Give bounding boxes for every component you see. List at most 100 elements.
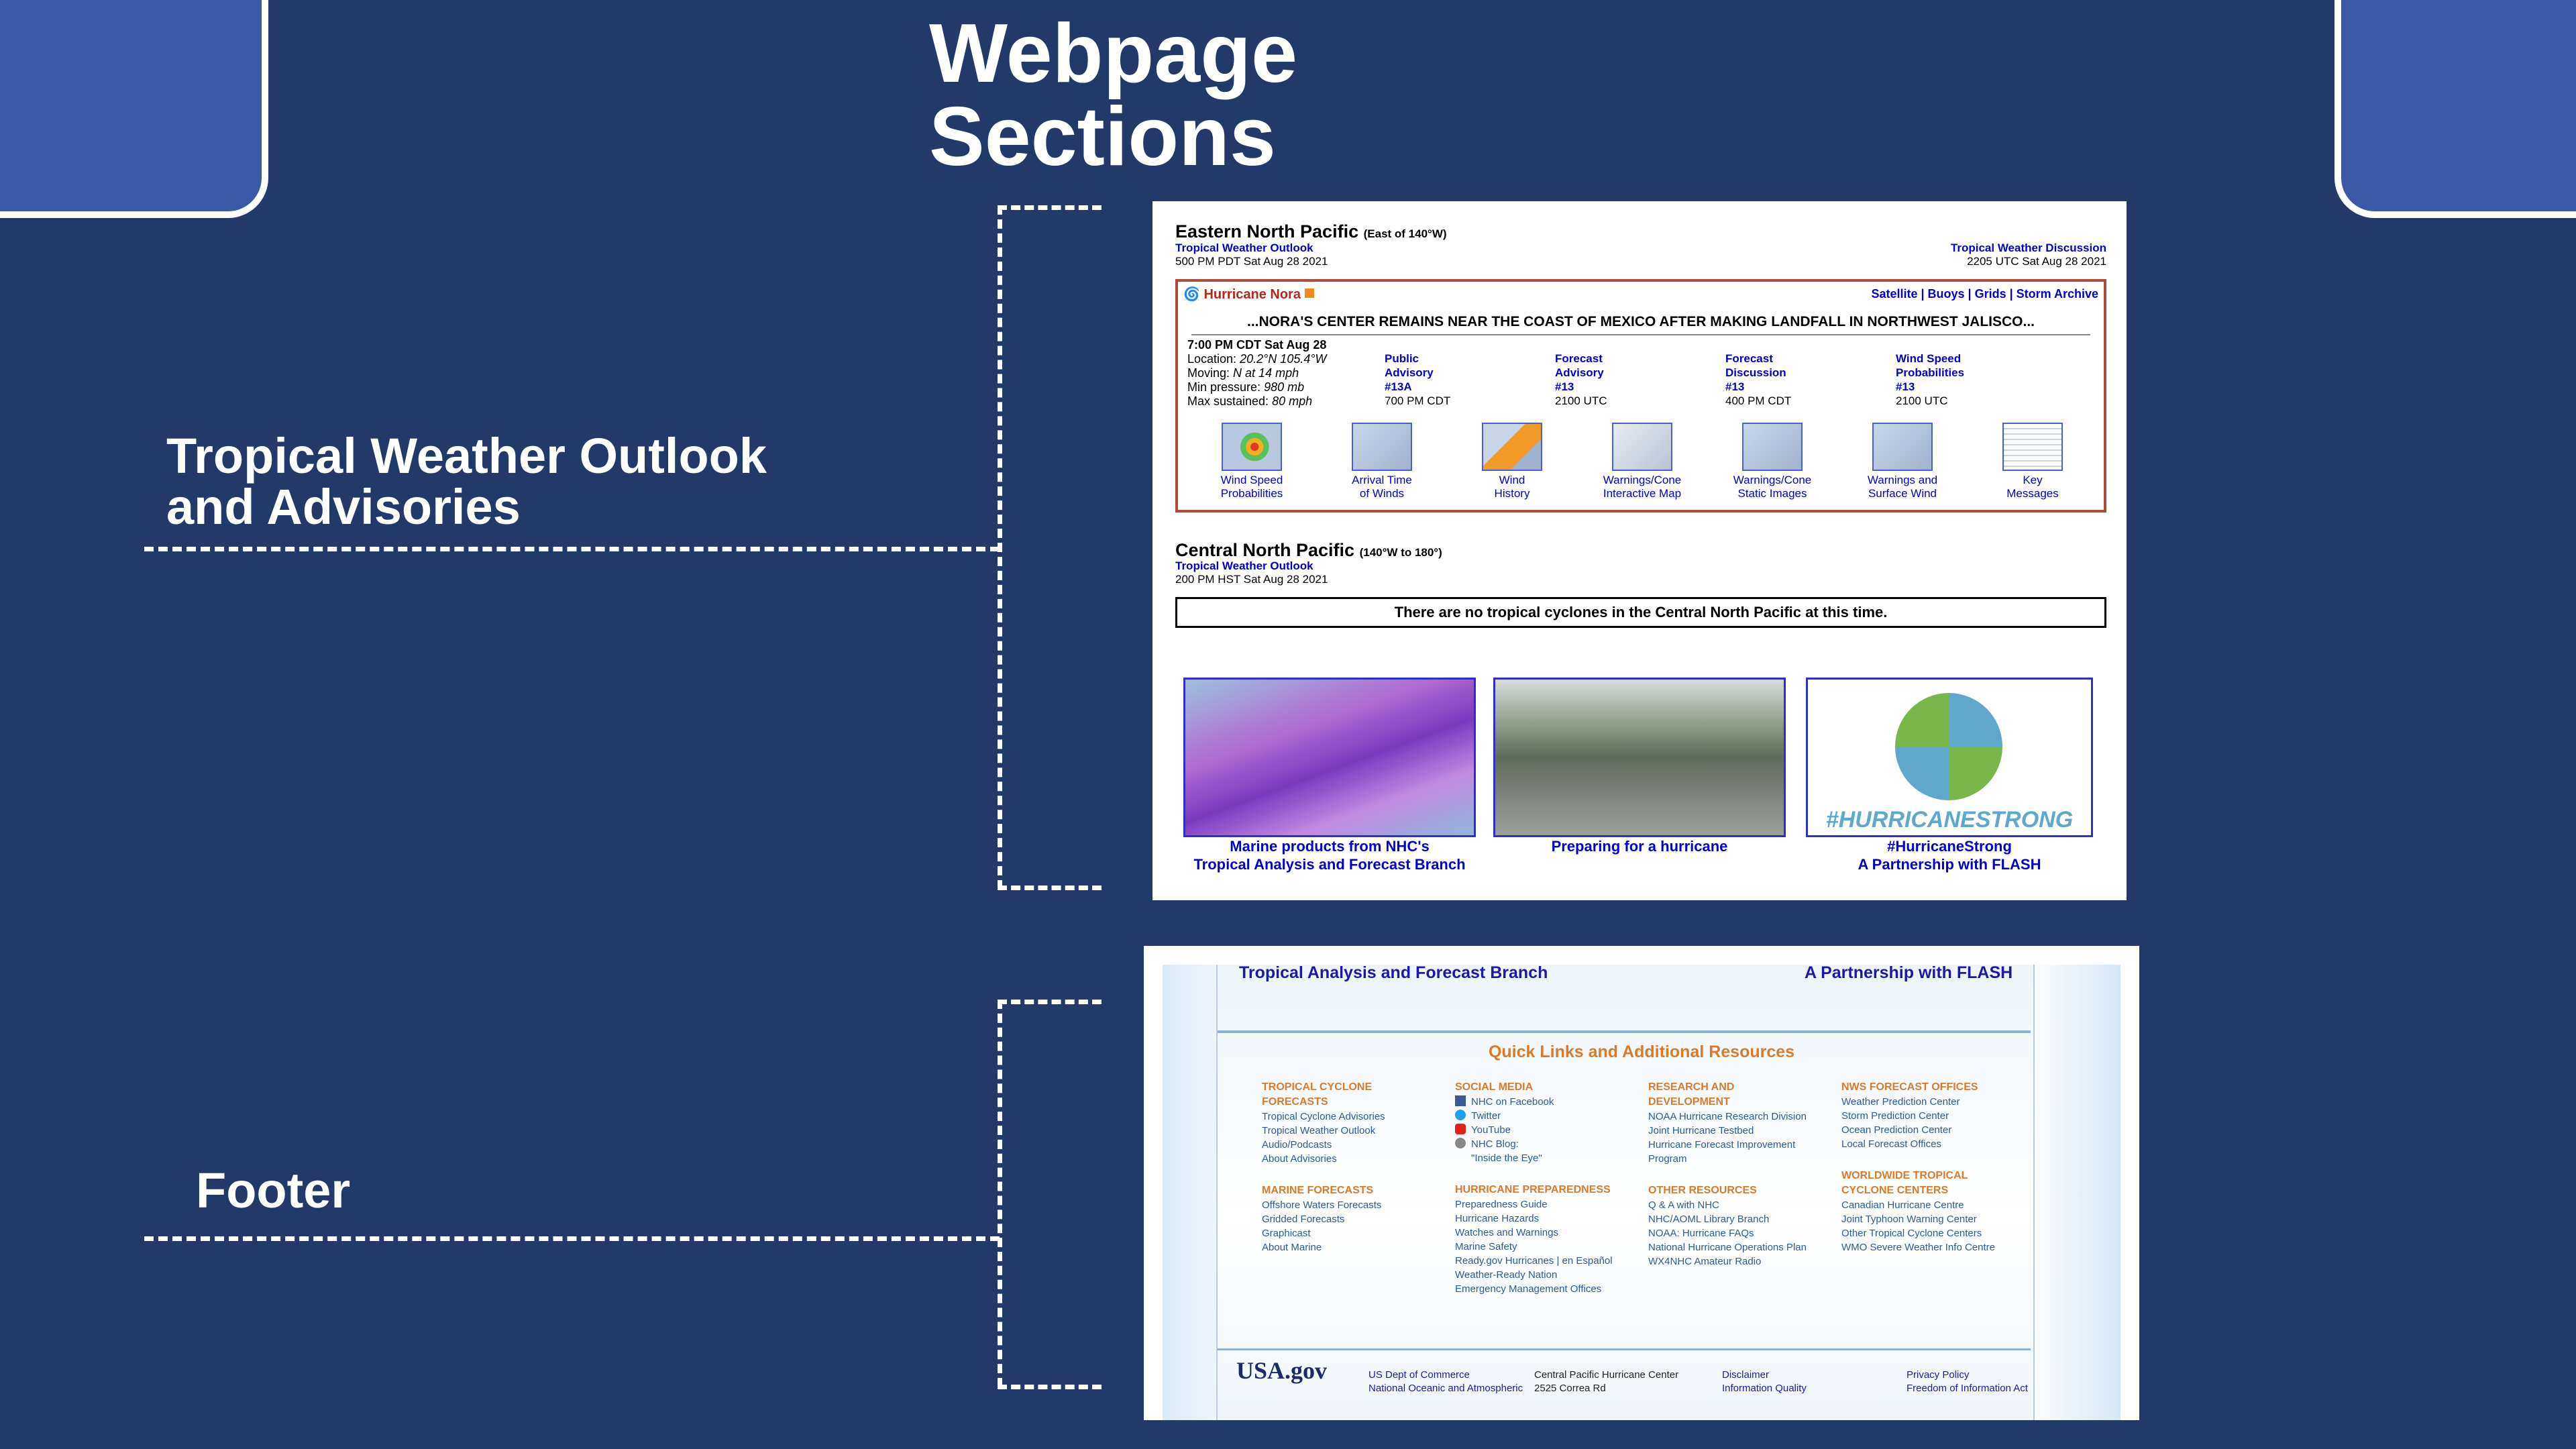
divider bbox=[1218, 1030, 2031, 1033]
bracket-line bbox=[998, 1000, 1002, 1387]
footer-link[interactable]: Program bbox=[1648, 1153, 1687, 1165]
connector-line bbox=[144, 1236, 1000, 1241]
footer-link[interactable]: WX4NHC Amateur Radio bbox=[1648, 1256, 1762, 1267]
eastern-outlook-link[interactable]: Tropical Weather Outlook bbox=[1175, 241, 1313, 254]
eastern-outlook-time: 500 PM PDT Sat Aug 28 2021 bbox=[1175, 255, 1328, 268]
youtube-icon bbox=[1455, 1124, 1466, 1134]
footer-link[interactable]: NHC on Facebook bbox=[1455, 1095, 1629, 1109]
footer-link[interactable]: Local Forecast Offices bbox=[1841, 1138, 1941, 1150]
hurricanestrong-logo-icon bbox=[1895, 693, 2002, 800]
footer-link[interactable]: Graphicast bbox=[1262, 1228, 1311, 1239]
bracket-line bbox=[998, 205, 1002, 890]
footer-link[interactable]: Emergency Management Offices bbox=[1455, 1283, 1602, 1295]
footer-link[interactable]: Hurricane Hazards bbox=[1455, 1213, 1540, 1224]
footer-link[interactable]: Audio/Podcasts bbox=[1262, 1139, 1332, 1150]
footer-top-link-right[interactable]: A Partnership with FLASH bbox=[1805, 963, 2013, 982]
footer-link[interactable]: About Advisories bbox=[1262, 1153, 1337, 1165]
footer-link[interactable]: National Hurricane Operations Plan bbox=[1648, 1242, 1807, 1253]
product-thumbnail bbox=[1352, 423, 1412, 471]
hurricane-icon: 🌀 bbox=[1183, 287, 1200, 302]
bracket-line bbox=[998, 1385, 1102, 1389]
footer-content-area bbox=[1216, 965, 2035, 1420]
storm-title[interactable]: 🌀 Hurricane Nora bbox=[1183, 286, 1314, 303]
footer-column-forecasts: TROPICAL CYCLONE FORECASTS Tropical Cycl… bbox=[1262, 1080, 1436, 1254]
central-outlook-time: 200 PM HST Sat Aug 28 2021 bbox=[1175, 573, 1328, 586]
blog-icon bbox=[1455, 1138, 1466, 1148]
footer-link[interactable]: Offshore Waters Forecasts bbox=[1262, 1199, 1382, 1211]
usa-gov-logo[interactable]: USA.gov bbox=[1236, 1357, 1328, 1384]
divider bbox=[1218, 1348, 2031, 1350]
footer-link[interactable]: NOAA: Hurricane FAQs bbox=[1648, 1228, 1754, 1239]
footer-link[interactable]: Q & A with NHC bbox=[1648, 1199, 1719, 1211]
rss-icon[interactable] bbox=[1304, 288, 1314, 298]
footer-link[interactable]: Ready.gov Hurricanes | en Español bbox=[1455, 1255, 1613, 1267]
footer-link[interactable]: Joint Typhoon Warning Center bbox=[1841, 1214, 1977, 1225]
promo-preparing-caption[interactable]: Preparing for a hurricane bbox=[1551, 838, 1728, 855]
footer-link[interactable]: Watches and Warnings bbox=[1455, 1227, 1558, 1238]
footer-link[interactable]: Weather-Ready Nation bbox=[1455, 1269, 1558, 1281]
footer-link[interactable]: YouTube bbox=[1455, 1123, 1629, 1137]
footer-link[interactable]: NOAA Hurricane Research Division bbox=[1648, 1111, 1807, 1122]
divider bbox=[1191, 334, 2090, 335]
label-tropical-weather-outlook: Tropical Weather Outlook and Advisories bbox=[166, 428, 767, 535]
footer-screenshot: Tropical Analysis and Forecast Branch A … bbox=[1144, 946, 2139, 1420]
footer-link[interactable]: Tropical Weather Outlook bbox=[1262, 1125, 1376, 1136]
footer-link[interactable]: Storm Prediction Center bbox=[1841, 1110, 1949, 1122]
storm-nav-links[interactable]: Satellite | Buoys | Grids | Storm Archiv… bbox=[1871, 287, 2098, 301]
footer-link[interactable]: Weather Prediction Center bbox=[1841, 1096, 1960, 1108]
footer-link[interactable]: Preparedness Guide bbox=[1455, 1199, 1548, 1210]
footer-link[interactable]: WMO Severe Weather Info Centre bbox=[1841, 1242, 1995, 1253]
footer-link[interactable]: About Marine bbox=[1262, 1242, 1322, 1253]
footer-link[interactable]: "Inside the Eye" bbox=[1471, 1152, 1542, 1164]
product-thumbnail bbox=[1482, 423, 1542, 471]
footer-top-link-left[interactable]: Tropical Analysis and Forecast Branch bbox=[1239, 963, 1548, 982]
footer-link[interactable]: Twitter bbox=[1455, 1109, 1629, 1123]
promo-preparing-image[interactable] bbox=[1493, 678, 1786, 837]
bracket-line bbox=[998, 885, 1102, 890]
promo-hurricanestrong-image[interactable]: #HURRICANESTRONG bbox=[1806, 678, 2093, 837]
slide-title: Webpage Sections bbox=[929, 7, 1297, 183]
footer-link[interactable]: Hurricane Forecast Improvement bbox=[1648, 1139, 1796, 1150]
footer-link[interactable]: Gridded Forecasts bbox=[1262, 1214, 1345, 1225]
product-thumbnail bbox=[1612, 423, 1672, 471]
footer-link[interactable]: Joint Hurricane Testbed bbox=[1648, 1125, 1754, 1136]
footer-link[interactable]: NHC/AOML Library Branch bbox=[1648, 1214, 1770, 1225]
storm-details: 7:00 PM CDT Sat Aug 28 Location: 20.2°N … bbox=[1187, 338, 1327, 408]
footer-link[interactable]: Canadian Hurricane Centre bbox=[1841, 1199, 1964, 1211]
label-footer: Footer bbox=[196, 1163, 351, 1218]
product-thumbnail bbox=[2002, 423, 2063, 471]
quick-links-title: Quick Links and Additional Resources bbox=[1488, 1042, 1795, 1061]
footer-link[interactable]: Other Tropical Cyclone Centers bbox=[1841, 1228, 1982, 1239]
central-outlook-link[interactable]: Tropical Weather Outlook bbox=[1175, 559, 1313, 572]
footer-link[interactable]: Ocean Prediction Center bbox=[1841, 1124, 1952, 1136]
twitter-icon bbox=[1455, 1110, 1466, 1120]
product-thumbnail bbox=[1742, 423, 1803, 471]
bracket-line bbox=[998, 205, 1102, 210]
bracket-line bbox=[998, 1000, 1102, 1004]
corner-decoration-right bbox=[2334, 0, 2576, 218]
eastern-pacific-heading: Eastern North Pacific (East of 140°W) bbox=[1175, 221, 1447, 241]
footer-link[interactable]: Tropical Cyclone Advisories bbox=[1262, 1111, 1385, 1122]
footer-column-social: SOCIAL MEDIA NHC on Facebook Twitter You… bbox=[1455, 1080, 1629, 1296]
tropical-discussion-link[interactable]: Tropical Weather Discussion bbox=[1950, 241, 2106, 254]
corner-decoration-left bbox=[0, 0, 268, 218]
footer-link[interactable]: Marine Safety bbox=[1455, 1241, 1517, 1252]
promo-marine-image[interactable] bbox=[1183, 678, 1476, 837]
footer-link[interactable]: NHC Blog: bbox=[1455, 1137, 1629, 1151]
